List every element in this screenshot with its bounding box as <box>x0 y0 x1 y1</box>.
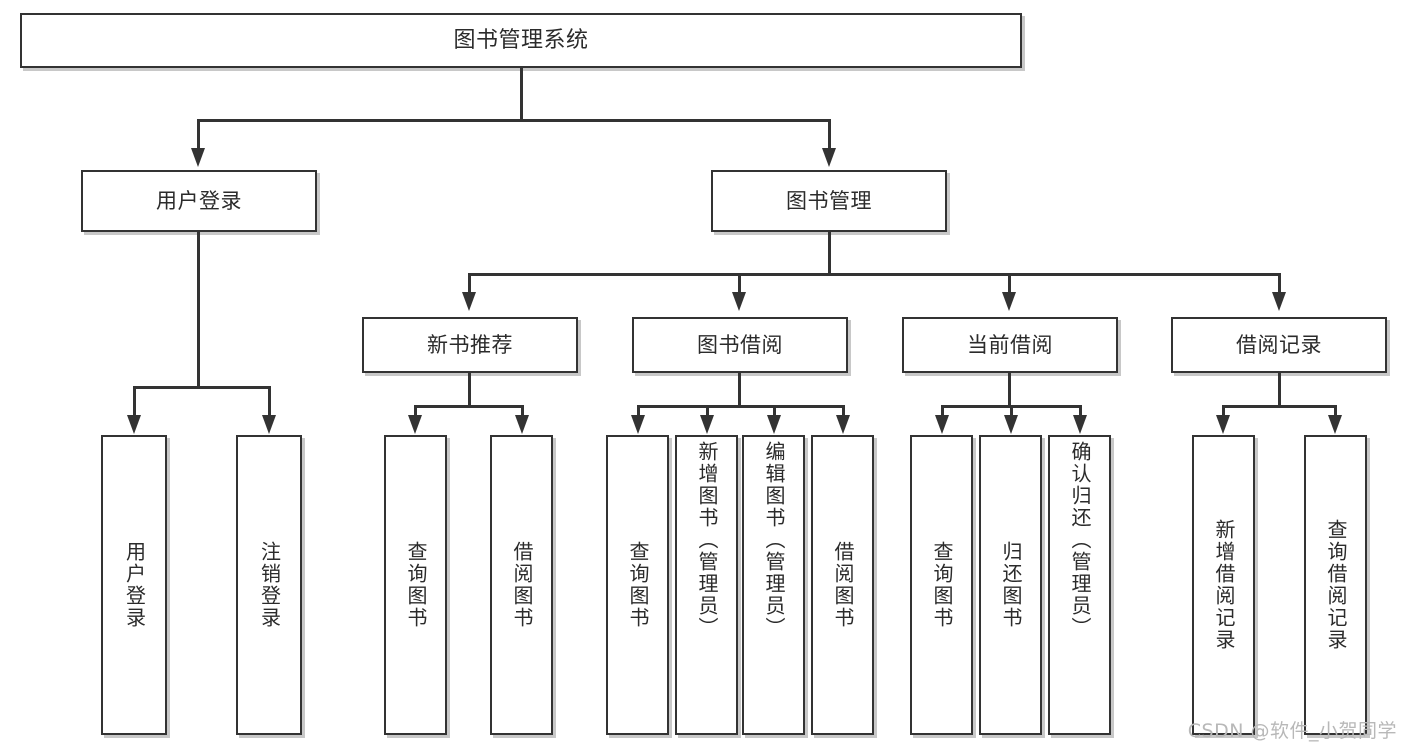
connector-book-manage-to-new-book-rec <box>468 273 471 305</box>
connector-book-borrow-to-borrow <box>842 405 845 418</box>
connector-book-borrow-to-add <box>706 405 709 418</box>
connector-borrow-record-stem <box>1278 373 1281 406</box>
node-leaf-confirm-return-admin-label: 确认归还（管理员） <box>1068 441 1092 639</box>
node-root-label: 图书管理系统 <box>453 27 589 53</box>
connector-user-login-stem <box>197 232 200 387</box>
connector-root-stem <box>520 68 523 120</box>
arrow-user-login-to-leaf-login <box>127 415 141 434</box>
node-leaf-add-book-admin-label: 新增图书（管理员） <box>695 441 719 639</box>
arrow-book-manage-to-current-borrow <box>1002 292 1016 311</box>
connector-user-login-to-leaf-login <box>133 386 136 418</box>
arrow-root-to-book-manage <box>822 148 836 167</box>
node-book-borrow-label: 图书借阅 <box>697 332 783 357</box>
node-user-login[interactable]: 用户登录 <box>81 170 317 232</box>
connector-current-borrow-to-return <box>1010 405 1013 418</box>
node-leaf-return-book-label: 归还图书 <box>999 541 1023 629</box>
node-leaf-user-login[interactable]: 用户登录 <box>101 435 167 735</box>
node-leaf-add-record-label: 新增借阅记录 <box>1212 519 1236 651</box>
arrow-book-borrow-to-query <box>631 415 645 434</box>
node-leaf-query-book-1-label: 查询图书 <box>404 541 428 629</box>
node-book-manage[interactable]: 图书管理 <box>711 170 947 232</box>
node-leaf-logout-label: 注销登录 <box>257 541 282 629</box>
node-leaf-query-record-label: 查询借阅记录 <box>1324 519 1348 651</box>
node-new-book-rec[interactable]: 新书推荐 <box>362 317 578 373</box>
arrow-book-borrow-to-edit <box>767 415 781 434</box>
connector-root-bus <box>197 119 831 122</box>
connector-book-manage-to-book-borrow <box>738 273 741 305</box>
connector-borrow-record-to-add <box>1222 405 1225 418</box>
node-leaf-borrow-book-1-label: 借阅图书 <box>510 541 534 629</box>
connector-new-book-rec-to-borrow <box>521 405 524 418</box>
node-leaf-return-book[interactable]: 归还图书 <box>979 435 1042 735</box>
connector-current-borrow-to-confirm <box>1079 405 1082 418</box>
connector-book-borrow-to-edit <box>773 405 776 418</box>
connector-current-borrow-to-query <box>941 405 944 418</box>
connector-borrow-record-bus <box>1222 405 1336 408</box>
connector-user-login-bus <box>133 386 270 389</box>
node-current-borrow-label: 当前借阅 <box>967 332 1053 357</box>
connector-book-borrow-bus <box>637 405 844 408</box>
arrow-borrow-record-to-query <box>1328 415 1342 434</box>
node-new-book-rec-label: 新书推荐 <box>427 332 513 357</box>
node-root[interactable]: 图书管理系统 <box>20 13 1022 68</box>
connector-current-borrow-stem <box>1008 373 1011 406</box>
connector-root-to-user-login <box>197 119 200 151</box>
arrow-borrow-record-to-add <box>1216 415 1230 434</box>
watermark: CSDN @软件_小贺同学 <box>1187 720 1397 742</box>
arrow-current-borrow-to-confirm <box>1073 415 1087 434</box>
node-leaf-add-record[interactable]: 新增借阅记录 <box>1192 435 1255 735</box>
node-leaf-query-record[interactable]: 查询借阅记录 <box>1304 435 1367 735</box>
node-leaf-borrow-book-1[interactable]: 借阅图书 <box>490 435 553 735</box>
arrow-new-book-rec-to-query <box>408 415 422 434</box>
node-book-borrow[interactable]: 图书借阅 <box>632 317 848 373</box>
node-leaf-edit-book-admin[interactable]: 编辑图书（管理员） <box>742 435 805 735</box>
node-leaf-query-book-3-label: 查询图书 <box>930 541 954 629</box>
connector-new-book-rec-bus <box>414 405 523 408</box>
arrow-book-manage-to-borrow-record <box>1272 292 1286 311</box>
node-current-borrow[interactable]: 当前借阅 <box>902 317 1118 373</box>
connector-book-borrow-to-query <box>637 405 640 418</box>
node-leaf-query-book-2[interactable]: 查询图书 <box>606 435 669 735</box>
node-book-manage-label: 图书管理 <box>786 188 872 213</box>
connector-book-borrow-stem <box>738 373 741 406</box>
arrow-user-login-to-leaf-logout <box>262 415 276 434</box>
node-leaf-confirm-return-admin[interactable]: 确认归还（管理员） <box>1048 435 1111 735</box>
connector-new-book-rec-stem <box>468 373 471 406</box>
node-leaf-edit-book-admin-label: 编辑图书（管理员） <box>762 441 786 639</box>
arrow-new-book-rec-to-borrow <box>515 415 529 434</box>
connector-user-login-to-leaf-logout <box>268 386 271 418</box>
node-leaf-user-login-label: 用户登录 <box>122 541 147 629</box>
node-leaf-query-book-2-label: 查询图书 <box>626 541 650 629</box>
connector-book-manage-stem <box>828 232 831 274</box>
connector-borrow-record-to-query <box>1334 405 1337 418</box>
node-leaf-query-book-1[interactable]: 查询图书 <box>384 435 447 735</box>
node-leaf-borrow-book-2-label: 借阅图书 <box>831 541 855 629</box>
node-borrow-record[interactable]: 借阅记录 <box>1171 317 1387 373</box>
arrow-current-borrow-to-query <box>935 415 949 434</box>
node-leaf-borrow-book-2[interactable]: 借阅图书 <box>811 435 874 735</box>
node-user-login-label: 用户登录 <box>156 188 242 213</box>
node-leaf-add-book-admin[interactable]: 新增图书（管理员） <box>675 435 738 735</box>
arrow-current-borrow-to-return <box>1004 415 1018 434</box>
node-borrow-record-label: 借阅记录 <box>1236 332 1322 357</box>
arrow-root-to-user-login <box>191 148 205 167</box>
arrow-book-borrow-to-add <box>700 415 714 434</box>
arrow-book-manage-to-book-borrow <box>732 292 746 311</box>
node-leaf-query-book-3[interactable]: 查询图书 <box>910 435 973 735</box>
connector-root-to-book-manage <box>828 119 831 151</box>
node-leaf-logout[interactable]: 注销登录 <box>236 435 302 735</box>
connector-book-manage-to-current-borrow <box>1008 273 1011 305</box>
arrow-book-borrow-to-borrow <box>836 415 850 434</box>
arrow-book-manage-to-new-book-rec <box>462 292 476 311</box>
connector-new-book-rec-to-query <box>414 405 417 418</box>
connector-book-manage-bus <box>468 273 1280 276</box>
connector-book-manage-to-borrow-record <box>1278 273 1281 305</box>
